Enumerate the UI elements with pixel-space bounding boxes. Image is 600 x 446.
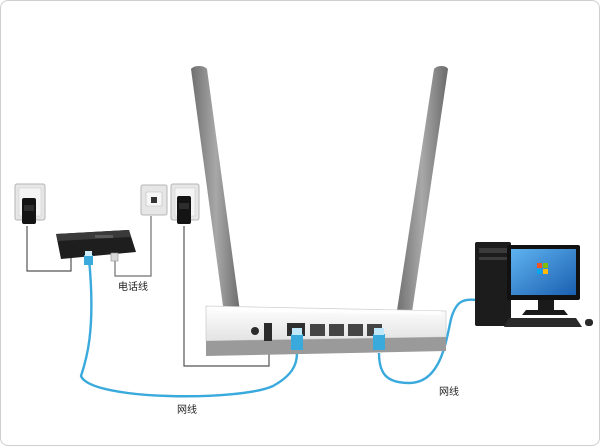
ethernet-cable-router-to-pc	[377, 298, 484, 385]
ethernet-cable-modem-to-router	[79, 258, 299, 398]
router-body	[205, 305, 447, 356]
desktop-computer-icon	[475, 242, 593, 327]
router-power-adapter	[177, 196, 191, 224]
router-power-cable	[183, 226, 270, 367]
router-lan-plug	[373, 328, 385, 350]
modem-power-adapter	[22, 198, 36, 224]
phone-line-cable	[114, 216, 152, 277]
phone-line-label: 电话线	[118, 282, 148, 293]
router-antenna-right	[395, 66, 448, 323]
network-cable-label-left: 网线	[177, 405, 197, 416]
modem-power-cable	[26, 226, 72, 272]
dsl-modem	[56, 230, 136, 259]
modem-phone-plug	[110, 252, 119, 262]
modem-ethernet-plug	[84, 251, 93, 265]
phone-jack-icon	[140, 184, 168, 216]
router-wan-plug	[291, 328, 303, 350]
network-cable-label-right: 网线	[439, 387, 459, 398]
